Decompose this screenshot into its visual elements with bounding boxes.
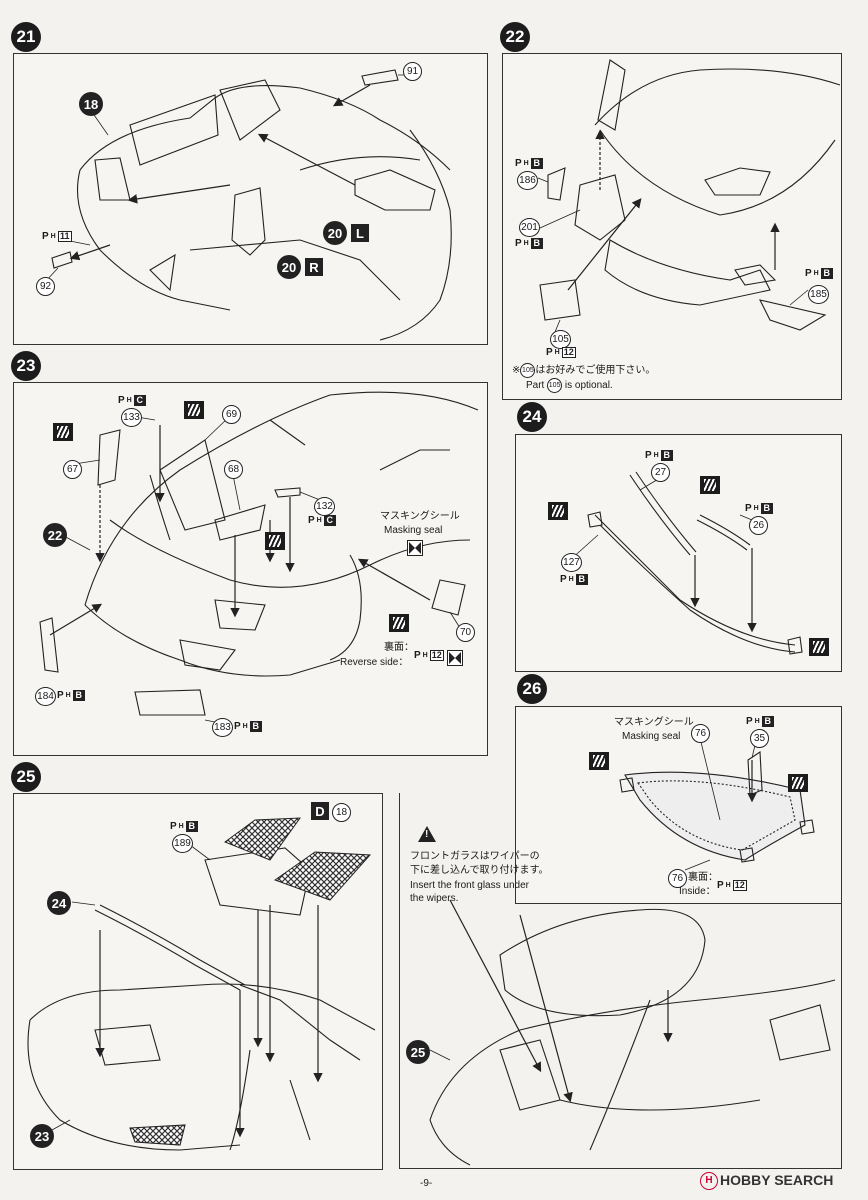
step-25-panel — [13, 793, 383, 1170]
part-18-label: 18 — [79, 92, 103, 116]
masking-seal-jp: マスキングシール — [380, 511, 460, 522]
paint-icon-67 — [53, 423, 73, 441]
part-20-right-label: 20 — [277, 255, 301, 279]
paint-icon-26 — [700, 476, 720, 494]
part-76-label-bottom: 76 — [668, 869, 687, 888]
part-68-label: 68 — [224, 460, 243, 479]
paint-icon-26b — [788, 774, 808, 792]
part-27-label: 27 — [651, 463, 670, 482]
side-left-badge: L — [351, 224, 369, 242]
part-105-label: 105 — [550, 330, 571, 349]
paint-icon-body — [265, 532, 285, 550]
part-183-label: 183 — [212, 718, 233, 737]
part-189-label: 189 — [172, 834, 193, 853]
part-133-label: 133 — [121, 408, 142, 427]
paint-icon-69 — [184, 401, 204, 419]
part-26-label: 26 — [749, 516, 768, 535]
part-25-label: 25 — [406, 1040, 430, 1064]
decal-d-badge: D — [311, 802, 329, 820]
part-70-label: 70 — [456, 623, 475, 642]
part-201-label: 201 — [519, 218, 540, 237]
masking-seal-en-26: Masking seal — [622, 731, 681, 742]
part-76-label-top: 76 — [691, 724, 710, 743]
masking-seal-jp-26: マスキングシール — [614, 717, 694, 728]
step-21-number: 21 — [11, 22, 41, 52]
warning-jp-1: フロントガラスはワイパーの — [410, 851, 540, 862]
brand-logo-icon: H — [700, 1172, 718, 1191]
part-185-label: 185 — [808, 285, 829, 304]
part-20-left-label: 20 — [323, 221, 347, 245]
warning-en-2: the wipers. — [410, 893, 459, 904]
warning-jp-2: 下に差し込んで取り付けます。 — [410, 865, 549, 876]
inside-jp: 裏面： — [688, 872, 718, 883]
decal-18-label: 18 — [332, 803, 351, 822]
part-23-label: 23 — [30, 1124, 54, 1148]
step-24-panel — [515, 434, 842, 672]
part-184-label: 184 — [35, 687, 56, 706]
part-127-label: 127 — [561, 553, 582, 572]
inside-en: Inside： — [679, 886, 716, 897]
reverse-side-en: Reverse side： — [340, 657, 409, 668]
paint-icon-26a — [589, 752, 609, 770]
step-23-number: 23 — [11, 351, 41, 381]
side-right-badge: R — [305, 258, 323, 276]
part-67-label: 67 — [63, 460, 82, 479]
warning-en-1: Insert the front glass under — [410, 880, 529, 891]
part-92-label: 92 — [36, 277, 55, 296]
step-26-lower-panel — [399, 793, 842, 1169]
step-24-number: 24 — [517, 402, 547, 432]
masking-seal-icon-2 — [447, 650, 463, 666]
part-132-label: 132 — [314, 497, 335, 516]
paint-icon-wiper-end — [809, 638, 829, 656]
part-69-label: 69 — [222, 405, 241, 424]
part-91-label: 91 — [403, 62, 422, 81]
paint-icon-127 — [548, 502, 568, 520]
page-number: -9- — [420, 1178, 433, 1189]
step-26-number: 26 — [517, 674, 547, 704]
reverse-side-jp: 裏面： — [384, 642, 414, 653]
step-22-number: 22 — [500, 22, 530, 52]
part-22-label: 22 — [43, 523, 67, 547]
masking-seal-en: Masking seal — [384, 525, 443, 536]
step-25-number: 25 — [11, 762, 41, 792]
masking-seal-icon — [407, 540, 423, 556]
optional-note-en: Part 105 is optional. — [526, 378, 613, 393]
part-24-label: 24 — [47, 891, 71, 915]
warning-icon: ! — [418, 826, 436, 842]
paint-icon-70 — [389, 614, 409, 632]
part-186-label: 186 — [517, 171, 538, 190]
part-35-label: 35 — [750, 729, 769, 748]
